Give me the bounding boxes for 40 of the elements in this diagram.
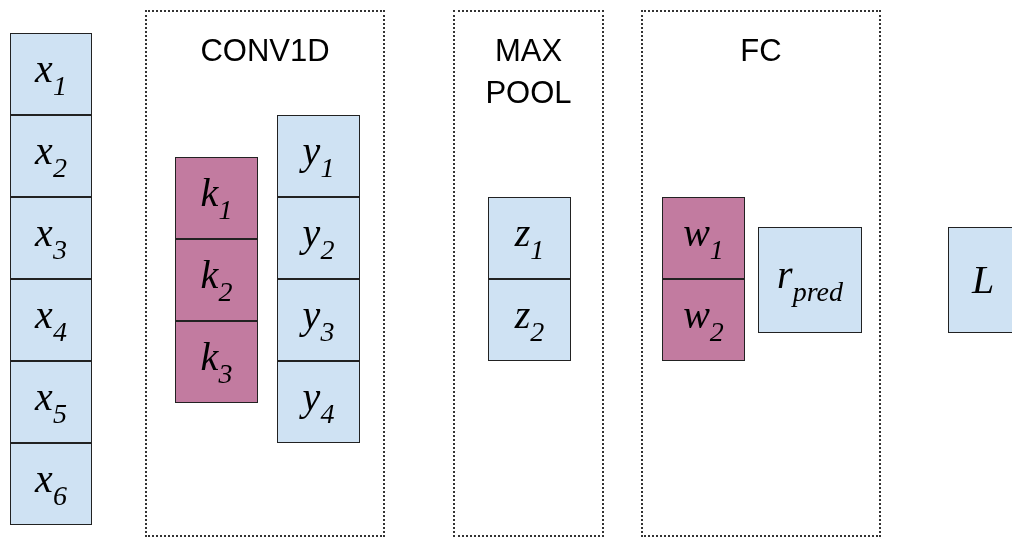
layer-panel (453, 10, 604, 537)
value-cell (10, 443, 92, 525)
variable-label: x$_{5}$ (35, 376, 67, 428)
variable-label: x$_{6}$ (35, 458, 67, 510)
value-cell (10, 33, 92, 115)
value-cell (488, 279, 571, 361)
value-cell (10, 279, 92, 361)
variable-label: r$_{pred}$ (777, 254, 843, 306)
value-cell (277, 361, 360, 443)
value-cell (10, 361, 92, 443)
weight-cell (662, 197, 745, 279)
layer-panel (641, 10, 881, 537)
value-cell (10, 115, 92, 197)
value-cell (10, 197, 92, 279)
variable-label: x$_{3}$ (35, 212, 67, 264)
value-cell (277, 115, 360, 197)
value-cell (277, 197, 360, 279)
value-cell (948, 227, 1012, 333)
weight-cell (175, 321, 258, 403)
value-cell (758, 227, 862, 333)
variable-label: L (971, 260, 995, 300)
weight-cell (662, 279, 745, 361)
layer-panel (145, 10, 385, 537)
variable-label: k$_{1}$ (200, 172, 233, 224)
variable-label: w$_{1}$ (683, 212, 724, 264)
value-cell (488, 197, 571, 279)
variable-label: z$_{1}$ (514, 212, 545, 264)
variable-label: x$_{2}$ (35, 130, 67, 182)
layer-title: FC (739, 32, 783, 70)
value-cell (277, 279, 360, 361)
variable-label: x$_{1}$ (35, 48, 67, 100)
layer-title: MAX POOL (484, 32, 573, 112)
layer-title: CONV1D (199, 32, 331, 70)
variable-label: x$_{4}$ (35, 294, 67, 346)
variable-label: z$_{2}$ (514, 294, 545, 346)
variable-label: w$_{2}$ (683, 294, 724, 346)
variable-label: k$_{2}$ (200, 254, 233, 306)
weight-cell (175, 239, 258, 321)
weight-cell (175, 157, 258, 239)
variable-label: k$_{3}$ (200, 336, 233, 388)
